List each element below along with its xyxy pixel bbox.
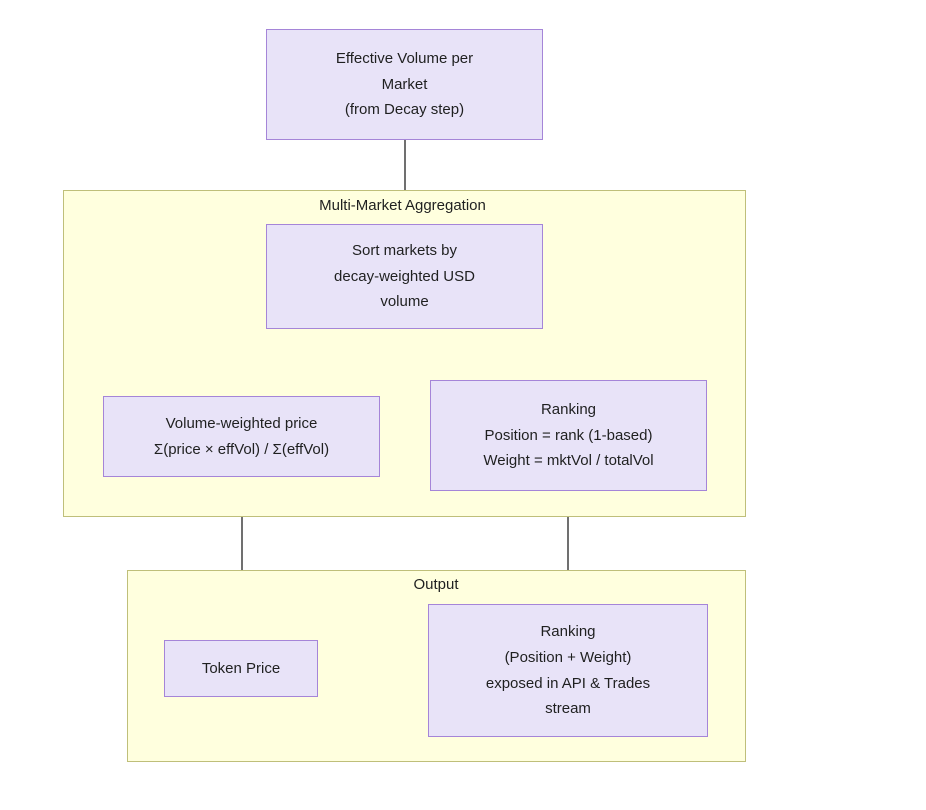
- node-text-line: Volume-weighted price: [165, 414, 318, 432]
- node-text-line: Ranking: [540, 400, 597, 418]
- node-text-line: Effective Volume per: [335, 49, 474, 67]
- node-text-line: Ranking: [540, 622, 596, 640]
- node-text-line: volume: [380, 293, 429, 311]
- node-text-line: (Position + Weight): [504, 648, 632, 666]
- output-cluster-label: Output: [413, 576, 459, 593]
- node-text: Sort markets by decay-weighted USD volume: [267, 238, 542, 315]
- node-text: Token Price: [165, 656, 317, 682]
- sort-markets-node[interactable]: Sort markets by decay-weighted USD volume: [266, 224, 543, 329]
- node-text-line: Sort markets by: [351, 241, 458, 259]
- node-text-line: (from Decay step): [344, 101, 465, 119]
- node-text: Ranking (Position + Weight) exposed in API…: [429, 619, 707, 722]
- token-price-node[interactable]: Token Price: [164, 640, 318, 697]
- node-text-line: decay-weighted USD: [334, 267, 475, 285]
- node-text-line: Σ(price × effVol) / Σ(effVol): [153, 440, 330, 458]
- node-text-line: Token Price: [201, 659, 281, 677]
- node-text-line: Position = rank (1-based): [484, 426, 653, 444]
- node-text-line: stream: [545, 700, 591, 718]
- node-text-line: Market: [381, 75, 428, 93]
- ranking-output-node[interactable]: Ranking (Position + Weight) exposed in API…: [428, 604, 708, 737]
- node-text-line: exposed in API & Trades: [485, 674, 651, 692]
- multi-market-aggregation-cluster-label: Multi-Market Aggregation: [319, 197, 486, 214]
- node-text-line: Weight = mktVol / totalVol: [483, 452, 654, 470]
